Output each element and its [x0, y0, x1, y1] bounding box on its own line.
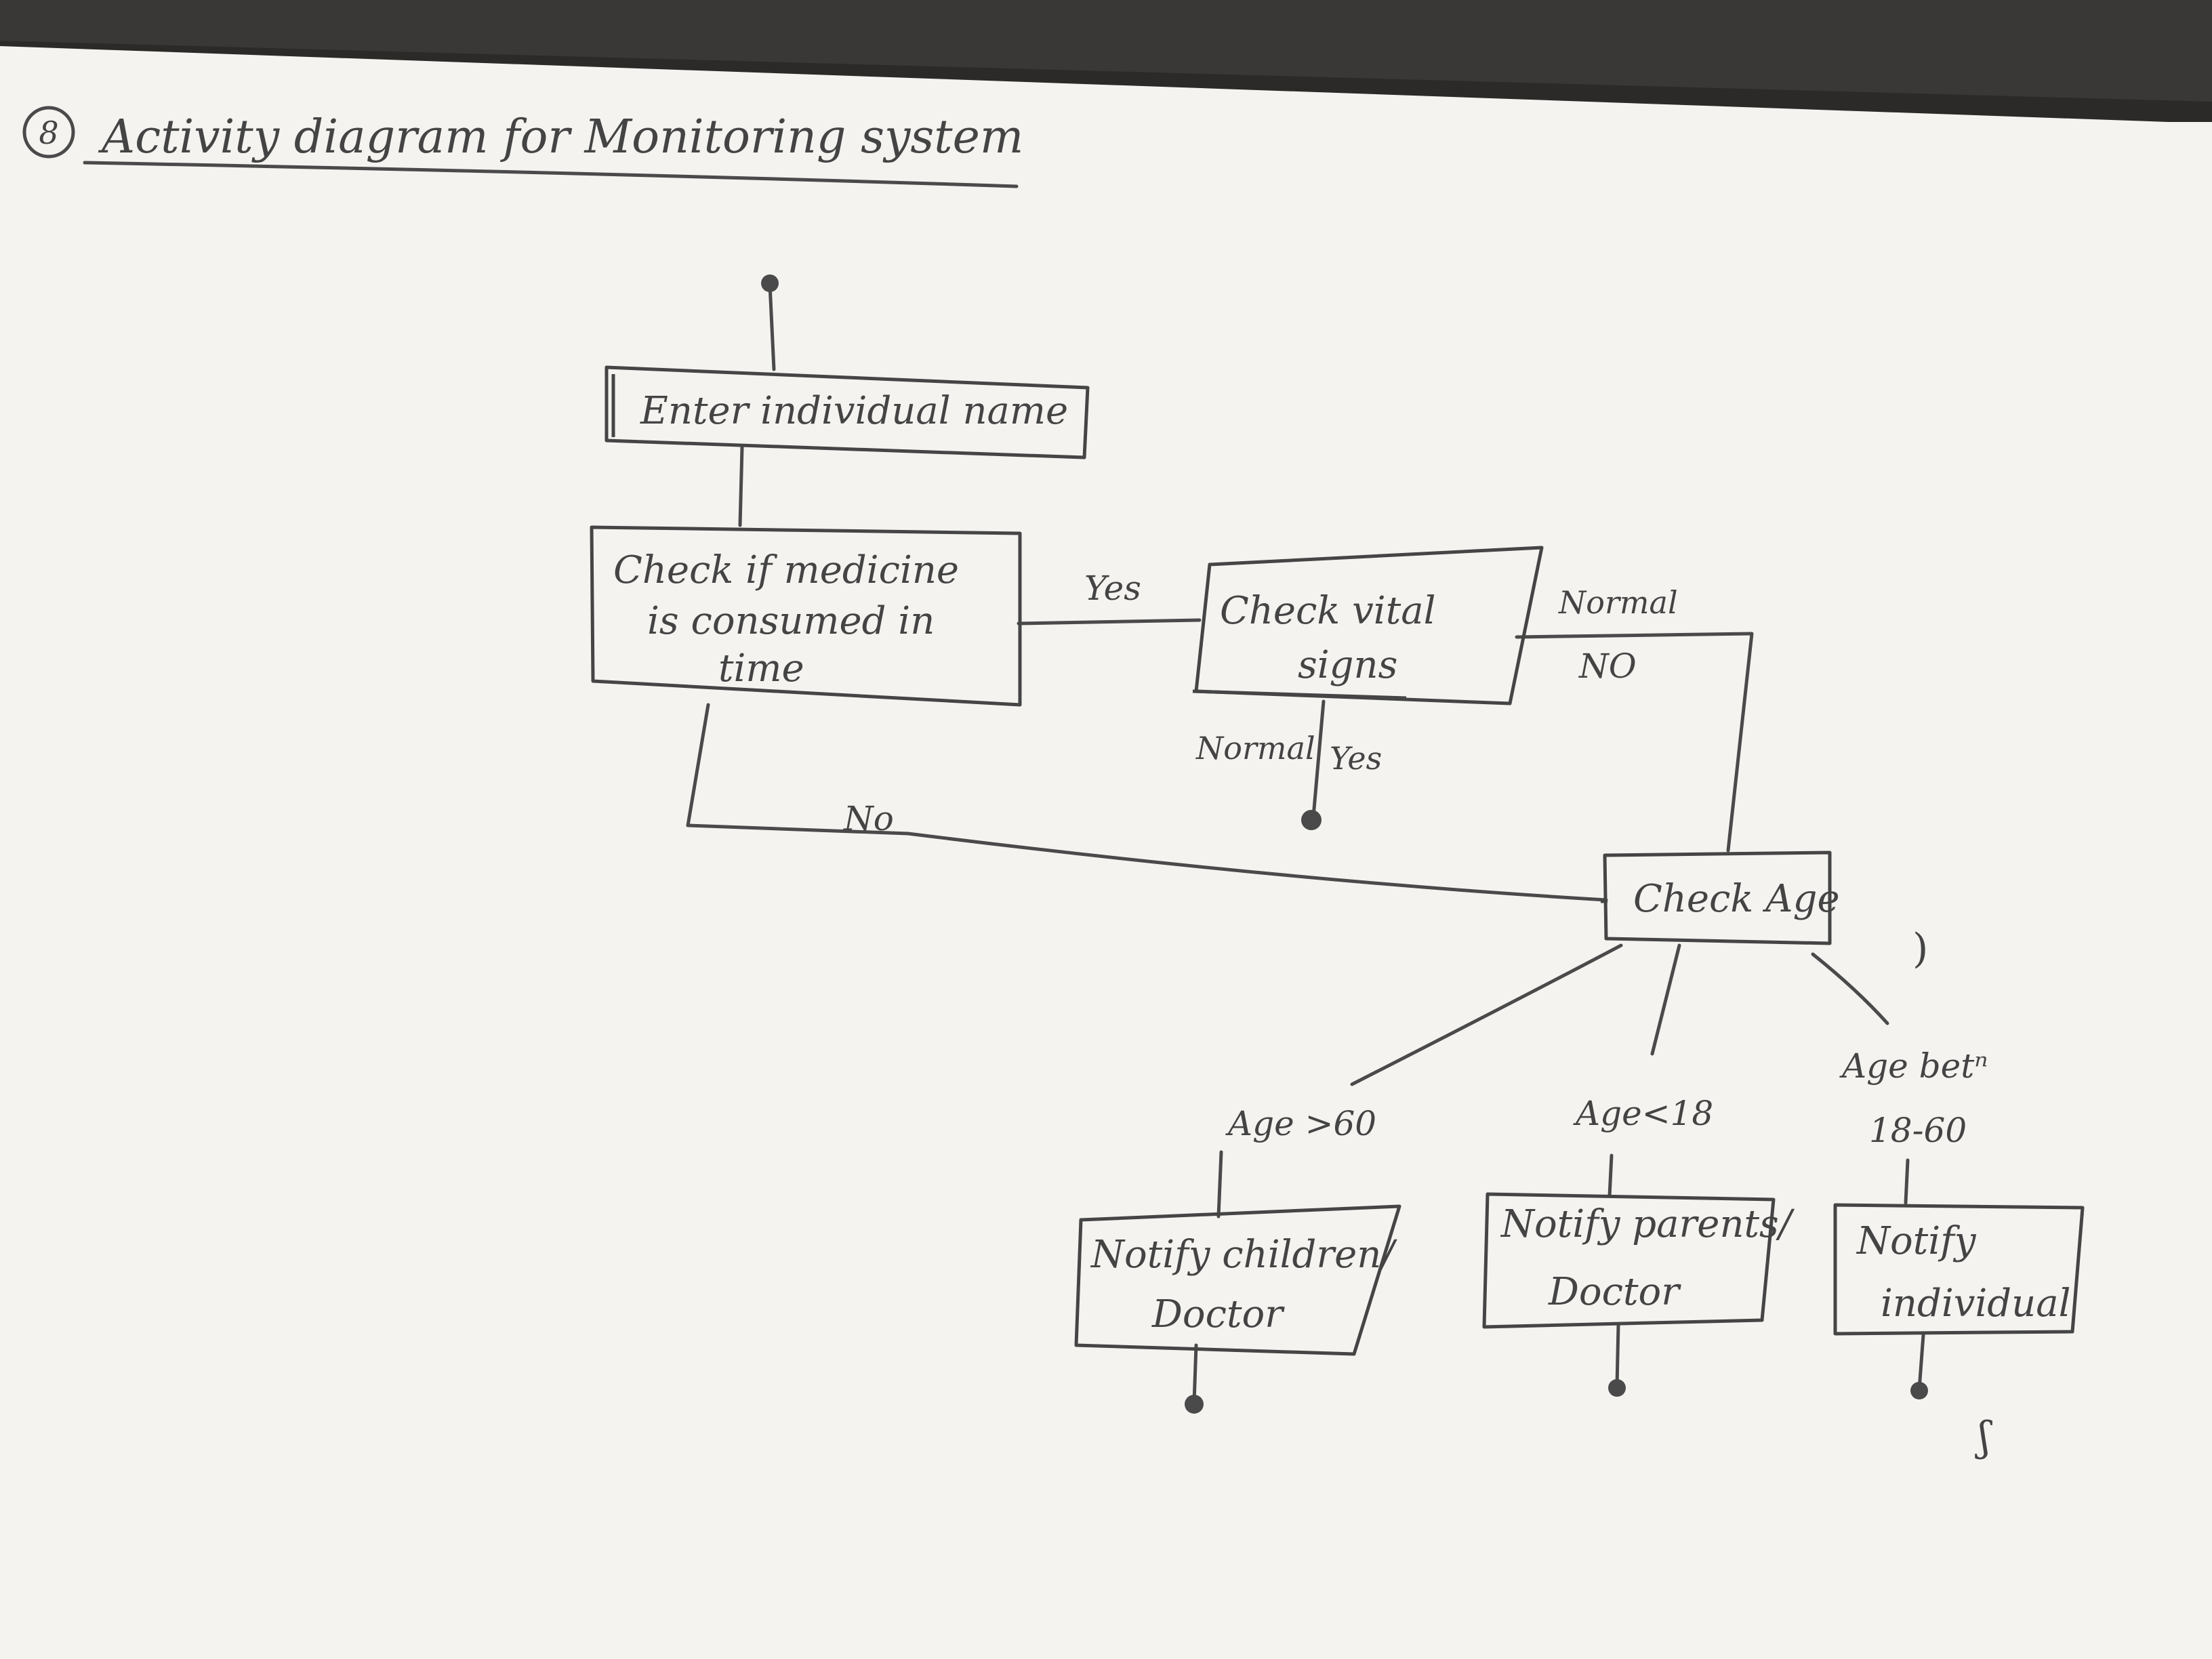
- notify-individual-line1: Notify: [1856, 1219, 1977, 1263]
- title-number-circle: [22, 106, 75, 159]
- notify-individual-line2: individual: [1881, 1282, 2071, 1326]
- check-medicine-line3: time: [718, 647, 804, 691]
- age-between-label-line1: Age betⁿ: [1839, 1046, 1988, 1086]
- vital-no-label: NO: [1578, 647, 1637, 686]
- medicine-yes-label: Yes: [1084, 569, 1141, 608]
- vital-normal-top-label: Normal: [1558, 584, 1678, 621]
- notify-parents-end-edge: [1615, 1323, 1620, 1388]
- title-number: 8: [39, 115, 58, 151]
- activity-notify-individual: Notify individual: [1833, 1203, 2085, 1336]
- lt18-to-notify-edge: [1607, 1153, 1614, 1198]
- vital-yes-edge: [1311, 699, 1326, 819]
- age-between-label-line2: 18-60: [1869, 1111, 1967, 1150]
- check-vital-line2: signs: [1298, 643, 1397, 687]
- notify-parents-line2: Doctor: [1548, 1270, 1681, 1314]
- final-node-vital: [1301, 810, 1322, 830]
- activity-notify-parents: Notify parents/ Doctor: [1482, 1192, 1795, 1329]
- final-node-notify-parents: [1608, 1379, 1626, 1397]
- medicine-no-edge: [686, 703, 1608, 902]
- between-to-notify-edge: [1904, 1158, 1910, 1205]
- notify-children-line2: Doctor: [1151, 1292, 1285, 1336]
- notify-individual-end-edge: [1917, 1333, 1925, 1391]
- activity-check-vital: Check vital signs: [1192, 546, 1544, 705]
- age-gt60-edge: [1350, 943, 1623, 1086]
- activity-enter-name: Enter individual name: [605, 365, 1090, 459]
- edge-labels: Yes No Normal NO Normal Yes Age >60 Age<…: [843, 569, 1988, 1150]
- age-between-edge: [1811, 952, 1889, 1025]
- vital-normal-bottom-label: Normal: [1195, 730, 1315, 766]
- activity-check-age: Check Age: [1601, 851, 1840, 945]
- check-medicine-line2: is consumed in: [647, 599, 935, 643]
- paper-sheet: [0, 46, 2212, 1659]
- background: [0, 41, 2212, 1659]
- check-age-label: Check Age: [1633, 877, 1840, 921]
- gt60-to-notify-edge: [1216, 1150, 1223, 1218]
- final-node-notify-individual: [1910, 1382, 1928, 1399]
- start-edge: [768, 283, 776, 371]
- final-node-notify-children: [1185, 1395, 1204, 1414]
- medicine-yes-edge: [1017, 618, 1202, 626]
- age-lt18-edge: [1650, 943, 1681, 1056]
- vital-no-edge: [1515, 632, 1754, 853]
- activity-check-medicine: Check if medicine is consumed in time: [590, 525, 1022, 707]
- notify-parents-line1: Notify parents/: [1500, 1202, 1795, 1246]
- vital-yes-label: Yes: [1330, 740, 1382, 777]
- check-medicine-line1: Check if medicine: [613, 548, 959, 592]
- activity-notify-children: Notify children/ Doctor: [1074, 1204, 1401, 1356]
- age-lt18-label: Age<18: [1573, 1094, 1713, 1133]
- connectors: [686, 283, 1925, 1405]
- age-gt60-label: Age >60: [1225, 1104, 1376, 1143]
- initial-node: [761, 274, 779, 292]
- medicine-no-label: No: [843, 799, 894, 838]
- enter-name-label: Enter individual name: [640, 389, 1068, 433]
- enter-to-medicine-edge: [738, 445, 744, 527]
- title-underline: [83, 161, 1019, 188]
- stray-mark-1: ): [1912, 925, 1928, 972]
- notify-children-line1: Notify children/: [1090, 1233, 1397, 1277]
- title-text: Activity diagram for Monitoring system: [98, 110, 1023, 164]
- control-nodes: [761, 274, 1928, 1414]
- check-vital-line1: Check vital: [1220, 589, 1436, 633]
- diagram-title: 8 Activity diagram for Monitoring system: [22, 106, 1023, 188]
- notify-children-end-edge: [1192, 1343, 1198, 1405]
